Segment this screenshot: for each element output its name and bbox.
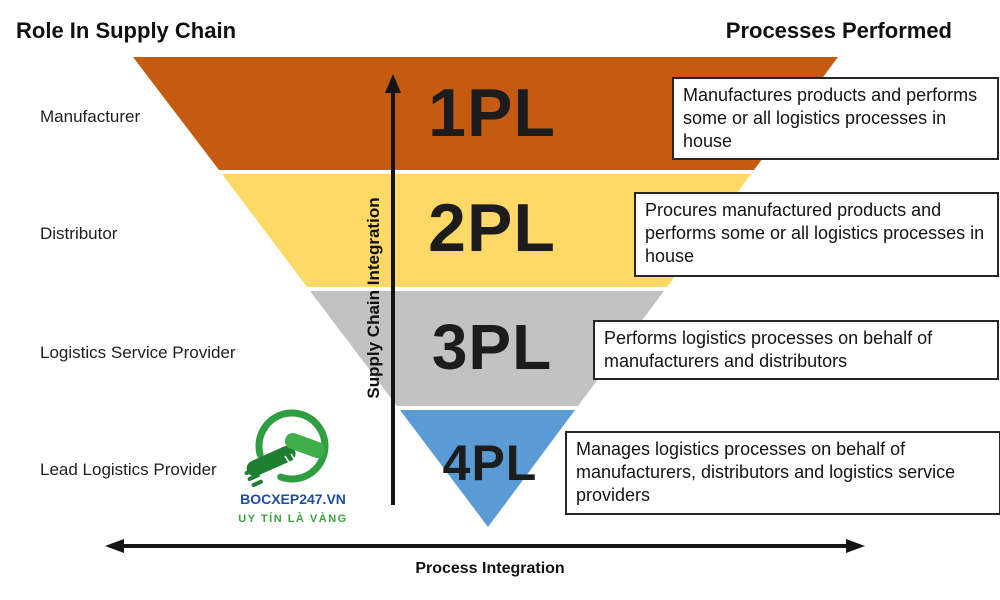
description-box-1pl: Manufactures products and performs some … xyxy=(672,77,999,160)
pyramid-level-3pl-shape xyxy=(310,291,664,406)
logo-tagline-text: UY TÍN LÀ VÀNG xyxy=(238,513,348,525)
role-label-distributor: Distributor xyxy=(40,224,118,243)
pyramid-level-2pl-shape xyxy=(222,174,751,287)
pyramid-level-1pl-shape xyxy=(133,57,838,170)
description-box-3pl: Performs logistics processes on behalf o… xyxy=(593,320,999,380)
left-arrowhead-icon xyxy=(105,539,124,553)
logo-hand-light xyxy=(284,433,326,458)
pyramid-level-4pl-shape xyxy=(400,410,575,527)
logo-circle-stroke xyxy=(255,409,329,483)
handshake-logo-icon xyxy=(244,409,329,488)
vertical-axis-label: Supply Chain Integration xyxy=(364,197,383,399)
pyramid-label-1pl: 1PL xyxy=(428,75,556,151)
role-label-manufacturer: Manufacturer xyxy=(40,107,141,126)
logo-brand-text: BOCXEP247.VN xyxy=(240,491,346,507)
logo-fingers xyxy=(244,467,263,488)
right-arrowhead-icon xyxy=(846,539,865,553)
pyramid-label-3pl: 3PL xyxy=(431,311,553,383)
supply-chain-integration-arrow xyxy=(385,74,401,505)
role-label-lead-logistics-provider: Lead Logistics Provider xyxy=(40,460,217,479)
left-column-heading: Role In Supply Chain xyxy=(16,18,237,43)
description-box-4pl: Manages logistics processes on behalf of… xyxy=(565,431,1000,515)
pyramid-label-2pl: 2PL xyxy=(428,190,556,266)
role-label-logistics-service-provider: Logistics Service Provider xyxy=(40,343,236,362)
description-box-2pl: Procures manufactured products and perfo… xyxy=(634,192,999,277)
up-arrowhead-icon xyxy=(385,74,401,93)
logo-hand-dark xyxy=(246,445,296,477)
process-integration-arrow xyxy=(105,539,865,553)
pyramid-label-4pl: 4PL xyxy=(442,435,538,491)
right-column-heading: Processes Performed xyxy=(725,18,952,43)
logo-clasp-lines xyxy=(284,453,299,468)
horizontal-axis-label: Process Integration xyxy=(415,560,565,577)
